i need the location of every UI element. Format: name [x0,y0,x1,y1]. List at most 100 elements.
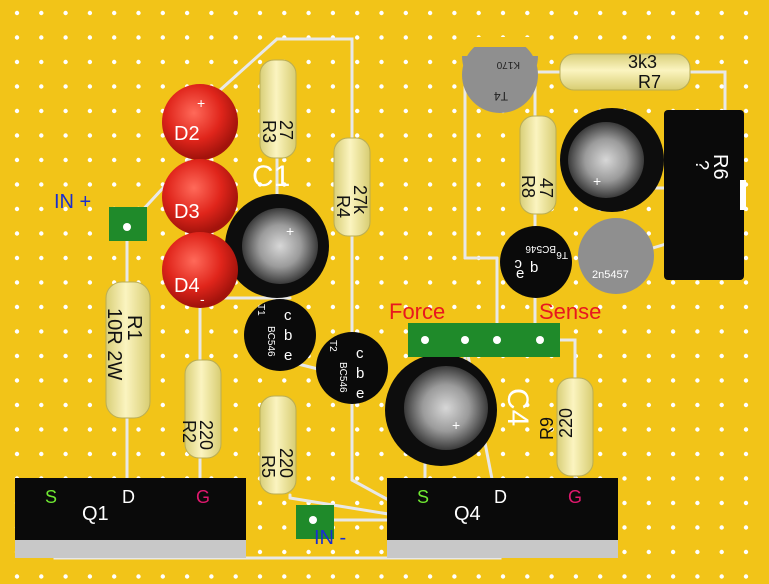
hole-dot [257,35,263,40]
r1-value: 10R 2W [103,308,125,380]
hole-dot [233,427,238,432]
r9-ref: R9 [537,417,557,440]
hole-dot [379,108,384,114]
hole-dot [525,451,530,457]
hole-dot [549,574,554,579]
r6-ref: R6 [709,154,731,180]
hole-dot [63,353,68,359]
hole-dot [39,353,44,359]
hole-dot [719,84,724,89]
hole-dot [598,35,603,40]
hole-dot [719,427,724,432]
hole-dot [452,280,457,285]
hole-dot [160,451,165,457]
hole-dot [743,133,749,138]
hole-dot [622,525,627,530]
hole-dot [452,182,457,187]
hole-dot [500,574,506,579]
hole-dot [63,427,68,432]
hole-dot [14,231,20,236]
hole-dot [14,574,20,579]
hole-dot [573,280,579,285]
hole-dot [598,427,603,432]
hole-dot [743,108,749,114]
hole-dot [136,574,141,579]
q1-pin-d-label: D [122,487,135,507]
transistor-t6: c b e T6 BC546 [500,226,572,298]
hole-dot [136,84,141,89]
hole-dot [330,133,336,138]
hole-dot [112,59,117,65]
hole-dot [160,378,165,383]
hole-dot [622,476,627,481]
force-sense-pads [408,323,560,357]
hole-dot [549,451,554,457]
hole-dot [573,304,579,310]
hole-dot [452,35,457,40]
hole-dot [476,451,481,457]
resistor-r6: R6 ? [664,110,746,280]
hole-dot [403,206,408,212]
hole-dot [525,427,530,432]
hole-dot [500,182,506,187]
hole-dot [160,402,165,408]
hole-dot [14,133,20,138]
hole-dot [112,451,117,457]
hole-dot [330,427,336,432]
r7-value: 3k3 [628,52,657,72]
in-minus-pad [296,505,334,539]
hole-dot [403,280,408,285]
hole-dot [549,10,554,16]
hole-dot [330,329,336,334]
t6-ref: T6 [556,249,568,260]
hole-dot [452,255,457,261]
t2-part: BC546 [337,362,348,393]
hole-dot [525,378,530,383]
hole-dot [379,304,384,310]
hole-dot [452,84,457,89]
t5-part: 2n5457 [592,269,629,281]
hole-dot [184,353,190,359]
hole-dot [695,329,700,334]
hole-dot [355,59,360,65]
hole-dot [403,108,408,114]
hole-dot [63,10,68,16]
hole-dot [427,35,433,40]
hole-dot [257,549,263,555]
hole-dot [743,500,749,506]
r5-ref: R5 [258,455,278,478]
hole-dot [646,574,651,579]
hole-dot [525,574,530,579]
hole-dot [743,255,749,261]
hole-dot [282,525,287,530]
hole-dot [646,427,651,432]
hole-dot [695,280,700,285]
hole-dot [306,476,311,481]
hole-dot [379,182,384,187]
hole-dot [452,157,457,163]
hole-dot [573,206,579,212]
hole-dot [379,10,384,16]
hole-dot [306,574,311,579]
hole-dot [87,182,93,187]
hole-dot [233,84,238,89]
hole-dot [112,574,117,579]
hole-dot [525,304,530,310]
resistor-r1: R1 10R 2W [103,281,151,419]
hole-dot [14,402,20,408]
hole-dot [330,402,336,408]
hole-dot [427,84,433,89]
in-plus-pad [109,207,147,241]
hole-dot [476,182,481,187]
hole-dot [39,427,44,432]
hole-dot [670,35,676,40]
hole-dot [719,451,724,457]
hole-dot [549,35,554,40]
hole-dot [282,378,287,383]
hole-dot [136,427,141,432]
hole-dot [427,304,433,310]
hole-dot [355,549,360,555]
hole-dot [403,304,408,310]
hole-dot [670,427,676,432]
hole-dot [719,476,724,481]
